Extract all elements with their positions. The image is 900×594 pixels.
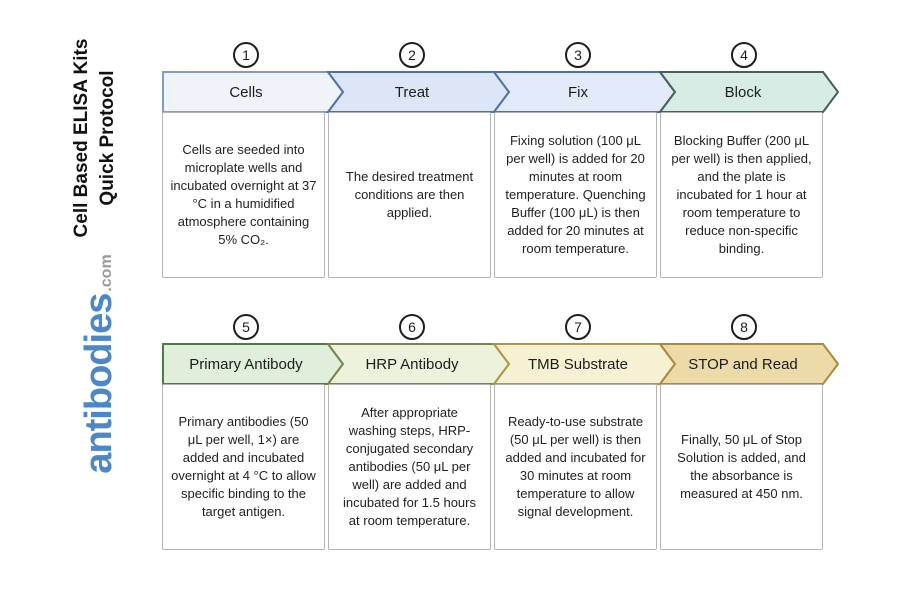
step-number: 6	[408, 319, 416, 335]
step-number-badge: 5	[233, 314, 259, 340]
step-description-box: Primary antibodies (50 μL per well, 1×) …	[162, 384, 325, 550]
step-description: Blocking Buffer (200 μL per well) is the…	[671, 133, 812, 256]
step-arrows: Cells Treat Fix Block	[162, 71, 840, 113]
brand-logo: antibodies .com	[71, 219, 127, 509]
step-number: 3	[574, 47, 582, 63]
page-title: Cell Based ELISA Kits Quick Protocol	[69, 28, 123, 248]
step-row-1: 1 2 3 4 Cells Treat Fix Block Cells are …	[162, 42, 862, 282]
step-description: Finally, 50 μL of Stop Solution is added…	[677, 432, 806, 501]
step-number: 8	[740, 319, 748, 335]
brand-logo-word: antibodies	[78, 293, 120, 474]
step-number: 7	[574, 319, 582, 335]
step-row-2: 5 6 7 8 Primary Antibody HRP Antibody TM…	[162, 314, 862, 554]
step-arrows: Primary Antibody HRP Antibody TMB Substr…	[162, 343, 840, 385]
step-description: Primary antibodies (50 μL per well, 1×) …	[171, 414, 316, 519]
step-description-box: After appropriate washing steps, HRP-con…	[328, 384, 491, 550]
step-number-badge: 4	[731, 42, 757, 68]
step-description-box: Cells are seeded into microplate wells a…	[162, 112, 325, 278]
step-description-box: Blocking Buffer (200 μL per well) is the…	[660, 112, 823, 278]
step-number-badge: 6	[399, 314, 425, 340]
step-arrow	[658, 71, 840, 113]
step-description: Cells are seeded into microplate wells a…	[170, 142, 317, 247]
step-arrow-label: Primary Antibody	[189, 356, 303, 373]
step-description-box: Finally, 50 μL of Stop Solution is added…	[660, 384, 823, 550]
step-number: 2	[408, 47, 416, 63]
step-arrow-label: STOP and Read	[688, 356, 798, 373]
step-arrow-label: HRP Antibody	[365, 356, 459, 373]
page-title-line1: Cell Based ELISA Kits	[71, 38, 92, 238]
step-number: 1	[242, 47, 250, 63]
step-description-box: The desired treatment conditions are the…	[328, 112, 491, 278]
step-number: 5	[242, 319, 250, 335]
step-arrow-label: Cells	[229, 84, 262, 101]
step-number-badge: 8	[731, 314, 757, 340]
step-number: 4	[740, 47, 748, 63]
page-title-line2: Quick Protocol	[96, 70, 118, 206]
step-arrow	[658, 343, 840, 385]
step-arrow-label: Treat	[395, 84, 430, 101]
step-arrow-label: Block	[725, 84, 762, 101]
step-description: Fixing solution (100 μL per well) is add…	[505, 133, 646, 256]
step-arrow-label: Fix	[568, 84, 588, 101]
step-description: After appropriate washing steps, HRP-con…	[343, 405, 476, 528]
step-arrow-label: TMB Substrate	[528, 356, 628, 373]
step-description-box: Fixing solution (100 μL per well) is add…	[494, 112, 657, 278]
step-description: Ready-to-use substrate (50 μL per well) …	[505, 414, 646, 519]
step-number-badge: 3	[565, 42, 591, 68]
step-number-badge: 1	[233, 42, 259, 68]
step-description: The desired treatment conditions are the…	[345, 169, 474, 220]
step-description-box: Ready-to-use substrate (50 μL per well) …	[494, 384, 657, 550]
brand-logo-tld: .com	[98, 254, 115, 292]
step-number-badge: 2	[399, 42, 425, 68]
step-number-badge: 7	[565, 314, 591, 340]
